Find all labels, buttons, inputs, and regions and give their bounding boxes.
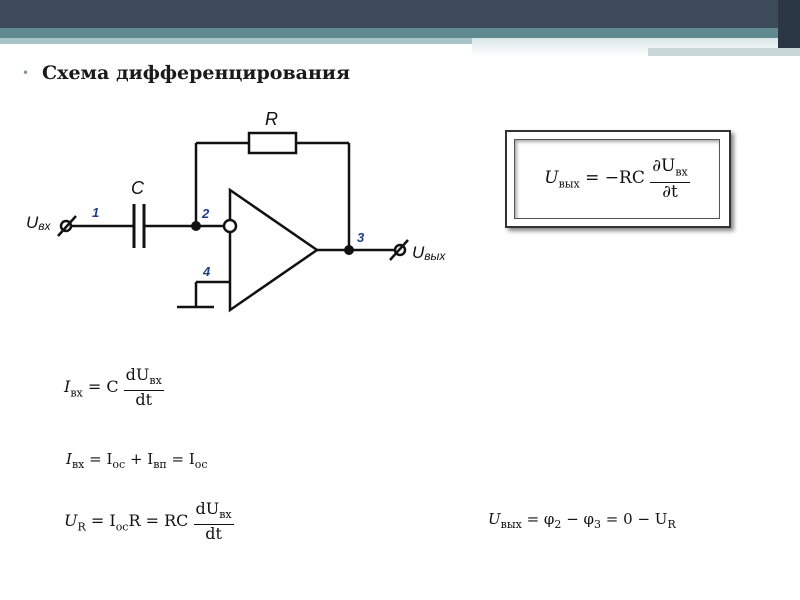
output-label: Uвых [412, 243, 446, 263]
bullet-icon: • [22, 66, 30, 80]
header-band-dark [0, 0, 800, 28]
formula-resistor-voltage: UR = IосR = RC dUвх dt [64, 499, 234, 544]
node-label-3: 3 [357, 230, 365, 245]
boxed-formula: Uвых = −RC ∂Uвх ∂t [505, 130, 731, 228]
formula-input-current: Iвх = C dUвх dt [64, 365, 164, 410]
node-label-4: 4 [202, 264, 211, 279]
formula-output-potential: Uвых = φ2 − φ3 = 0 − UR [488, 510, 676, 531]
header-band-teal [0, 28, 800, 38]
header-band-corner [778, 0, 800, 48]
formula-current-sum: Iвх = Iос + Iвп = Iос [66, 450, 208, 471]
opamp-triangle [228, 187, 320, 313]
junction-node-3 [344, 245, 354, 255]
capacitor-label: C [131, 178, 145, 198]
header-band-light [0, 38, 800, 44]
node-label-2: 2 [201, 206, 210, 221]
input-label: Uвх [26, 213, 52, 233]
resistor-label: R [265, 109, 278, 129]
slide-title: Схема дифференцирования [42, 62, 350, 84]
output-terminal-slash [389, 239, 409, 261]
inverting-input-circle [222, 218, 238, 234]
formula-output: Uвых = −RC ∂Uвх ∂t [544, 156, 690, 202]
node-label-1: 1 [92, 205, 99, 220]
header-band-strip [648, 48, 800, 56]
resistor [247, 131, 298, 155]
input-terminal-slash [57, 215, 77, 237]
junction-node-2 [191, 221, 201, 231]
